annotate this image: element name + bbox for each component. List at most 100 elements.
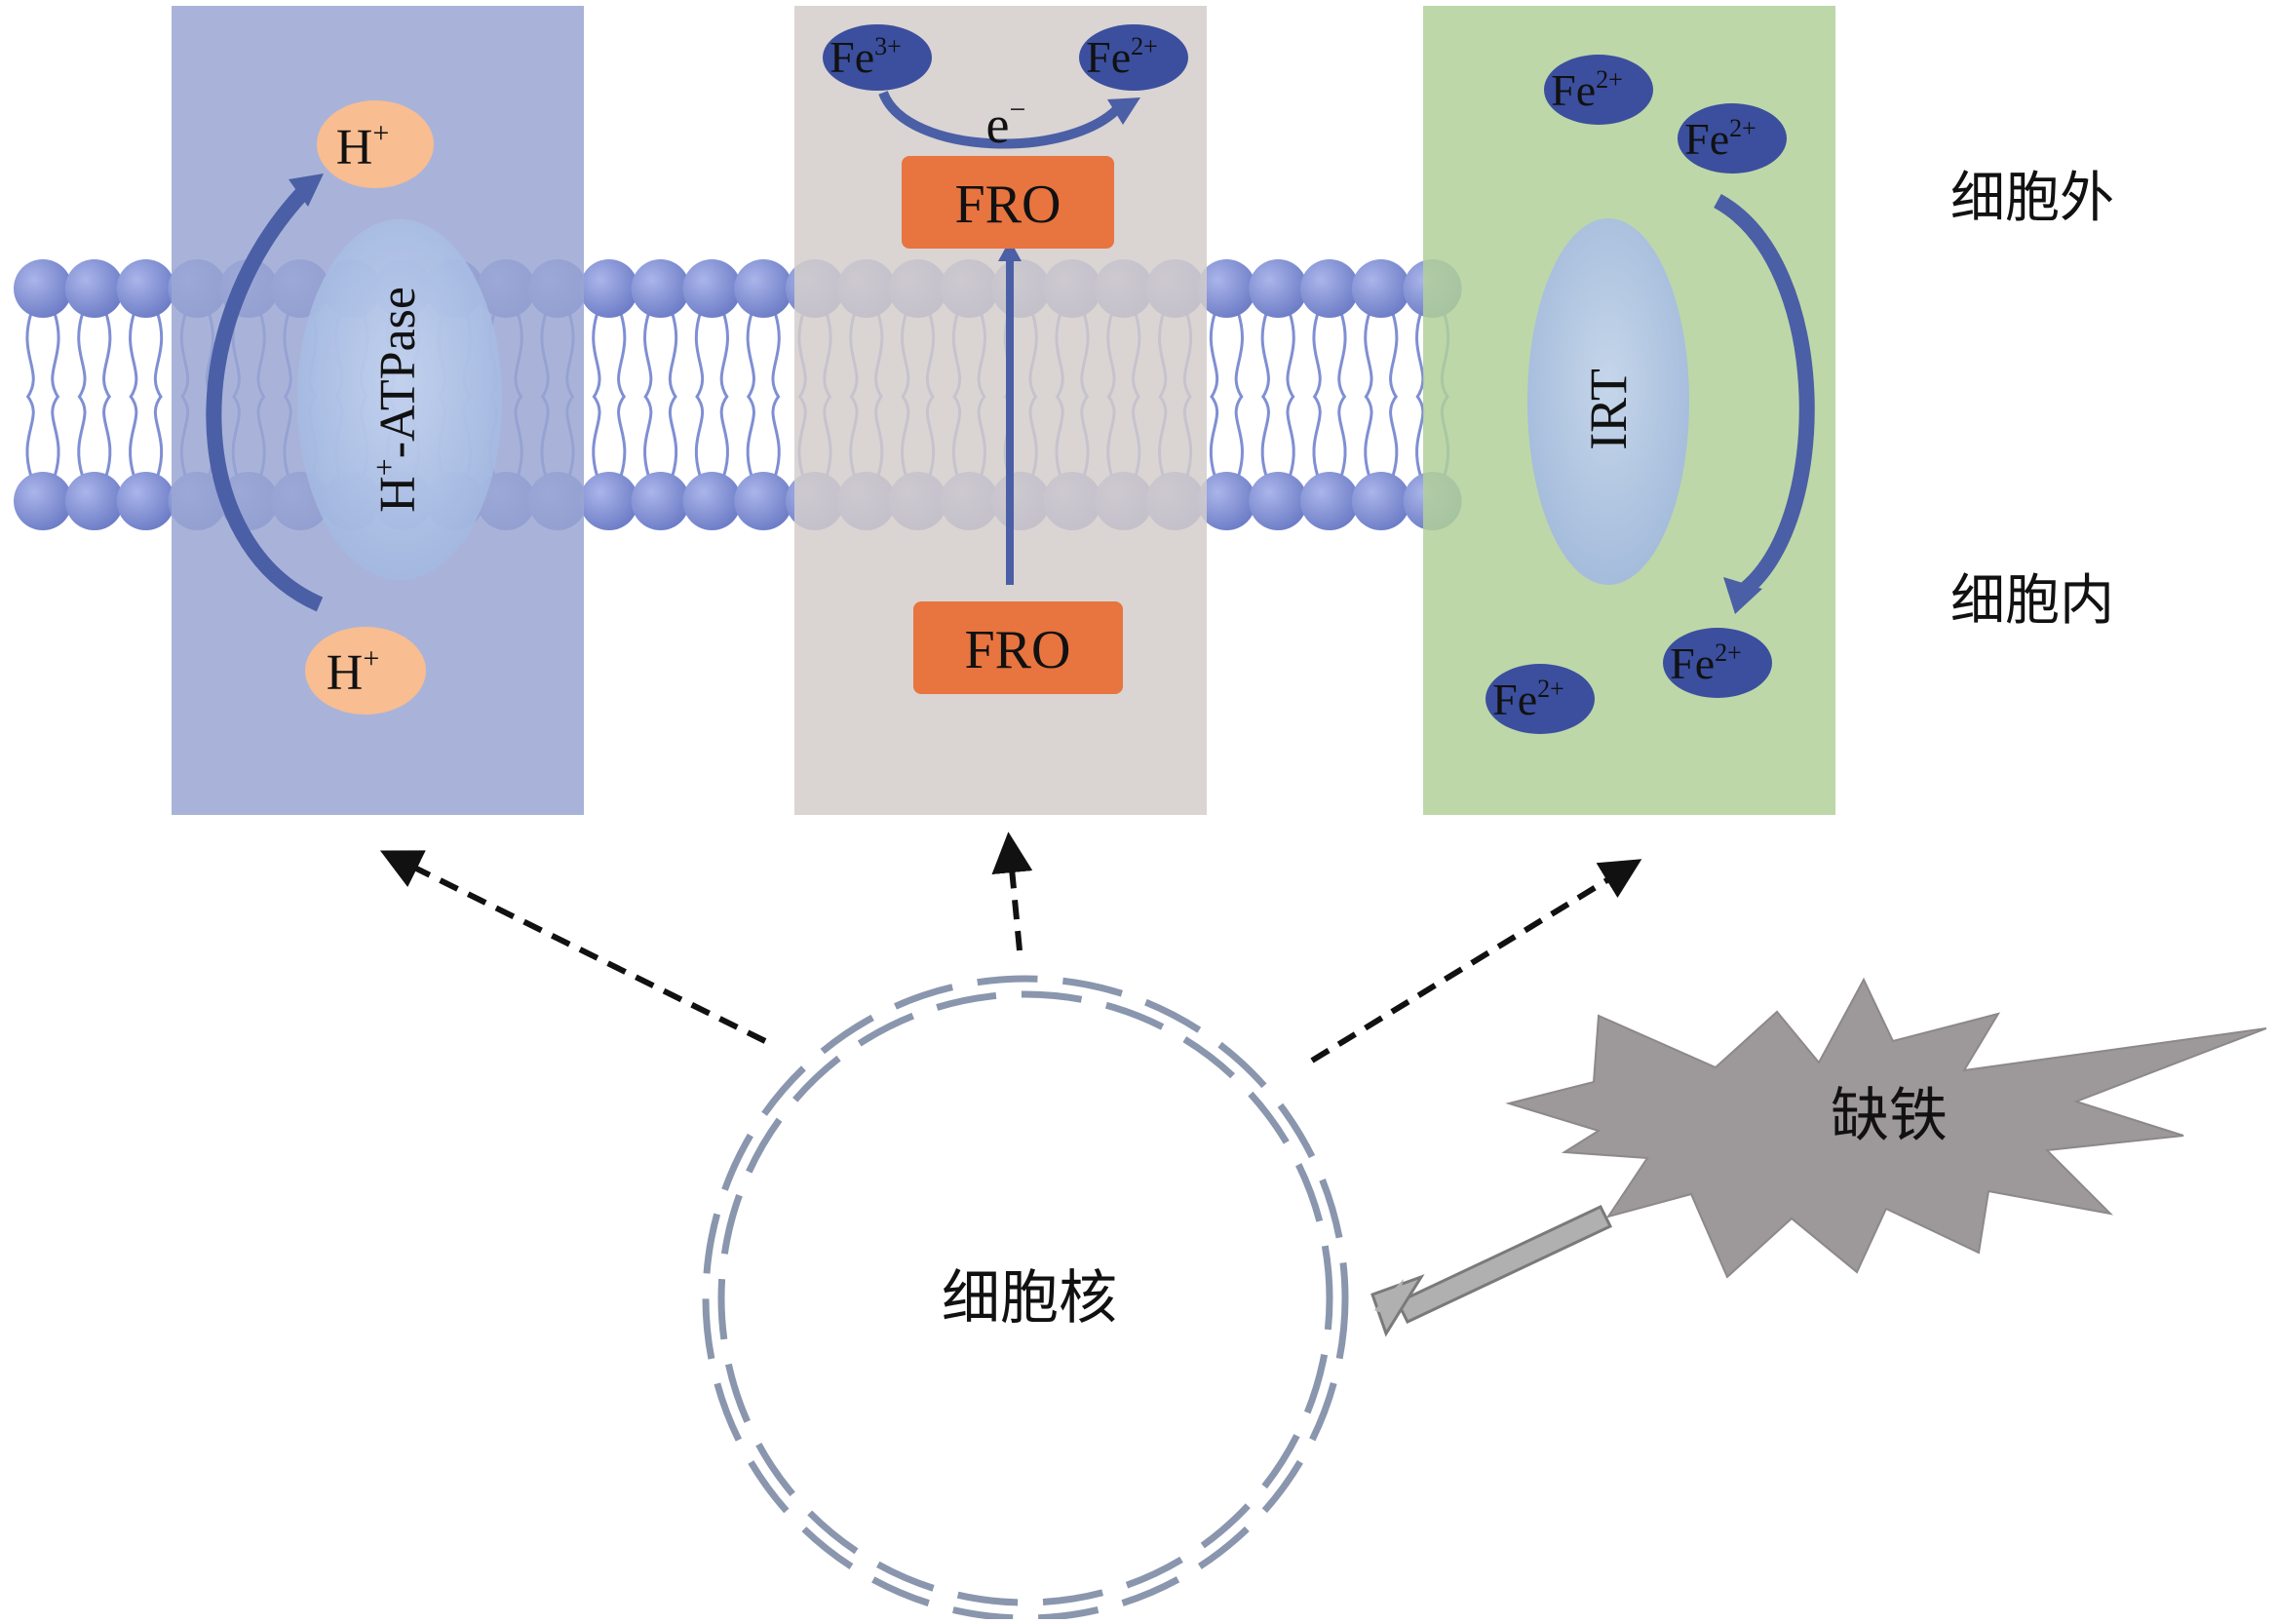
lipid-tail (668, 312, 678, 399)
electron-label: e− (986, 94, 1026, 154)
signal-arrow-irt (1310, 859, 1642, 1063)
proton-intracellular: H+ (305, 627, 426, 715)
lipid-tail (25, 312, 35, 399)
lipid-tail (719, 312, 729, 399)
lipid-tail (746, 395, 755, 478)
fe2-ion-inside-1: Fe2+ (1663, 628, 1772, 698)
lipid-head (579, 259, 638, 318)
lipid-tail (51, 395, 60, 478)
lipid-tail (1260, 312, 1270, 399)
irt-transporter (1527, 218, 1689, 585)
lipid-tail (1364, 312, 1373, 399)
lipid-tail (102, 312, 112, 399)
reduction-arrowhead (1107, 97, 1140, 125)
lipid-tail (1415, 395, 1425, 478)
lipid-tail (746, 312, 755, 399)
lipid-tail (1286, 312, 1295, 399)
lipid-head (1300, 259, 1359, 318)
deficiency-arrow (1370, 1205, 1613, 1337)
lipid-tail (1312, 395, 1322, 478)
fe2-ion-outside-1: Fe2+ (1544, 55, 1653, 125)
lipid-tail (77, 312, 87, 399)
lipid-tail (153, 312, 164, 399)
irt-label: IRT (1579, 368, 1638, 450)
lipid-tail (1312, 312, 1322, 399)
intracellular-label: 细胞内 (1950, 569, 2114, 633)
lipid-tail (1364, 395, 1373, 478)
lipid-head (682, 259, 742, 318)
fe3-ion: Fe3+ (823, 24, 932, 91)
lipid-tail (668, 395, 678, 478)
lipid-tail (719, 395, 729, 478)
lipid-tail (643, 312, 653, 399)
signal-arrow-fro (991, 831, 1033, 951)
signal-arrow-h-atpase (379, 850, 767, 1044)
lipid-tail (592, 312, 601, 399)
svg-text:Fe2+: Fe2+ (1086, 32, 1158, 82)
svg-text:Fe3+: Fe3+ (830, 32, 902, 82)
lipid-head (64, 259, 124, 318)
lipid-tail (129, 395, 138, 478)
lipid-tail (694, 312, 705, 399)
h-atpase-transporter (297, 219, 502, 580)
lipid-head (1197, 472, 1256, 530)
lipid-head (1300, 472, 1359, 530)
iron-uptake-arrow (1714, 193, 1815, 599)
iron-uptake-arrowhead (1723, 577, 1762, 614)
fro-box-cytoplasm: FRO (913, 601, 1123, 694)
lipid-tail (592, 395, 601, 478)
lipid-head (1351, 472, 1410, 530)
lipid-head (631, 472, 690, 530)
lipid-tail (771, 312, 781, 399)
extracellular-label: 细胞外 (1950, 167, 2114, 230)
lipid-head (734, 472, 793, 530)
lipid-tail (25, 395, 35, 478)
lipid-head (734, 259, 793, 318)
svg-text:FRO: FRO (955, 174, 1061, 235)
lipid-tail (1234, 312, 1244, 399)
starburst-icon (1505, 977, 2267, 1279)
proton-pump-arrow (206, 179, 324, 612)
lipid-tail (1415, 312, 1425, 399)
svg-text:Fe2+: Fe2+ (1684, 114, 1756, 164)
svg-text:Fe2+: Fe2+ (1492, 675, 1564, 724)
lipid-head (1249, 472, 1308, 530)
lipid-head (682, 472, 742, 530)
lipid-head (64, 472, 124, 530)
lipid-tail (51, 312, 60, 399)
fro-translocation-arrowhead (998, 240, 1022, 261)
svg-text:Fe2+: Fe2+ (1551, 65, 1623, 115)
fe2-ion-product: Fe2+ (1079, 24, 1188, 91)
lipid-tail (1234, 395, 1244, 478)
lipid-tail (129, 312, 138, 399)
lipid-head (14, 259, 72, 318)
lipid-tail (77, 395, 87, 478)
h-atpase-label: H+-ATPase (367, 287, 426, 513)
svg-text:H+: H+ (327, 642, 379, 701)
lipid-head (14, 472, 72, 530)
lipid-head (1351, 259, 1410, 318)
fe2-ion-inside-2: Fe2+ (1486, 664, 1595, 734)
svg-text:H+: H+ (336, 117, 389, 175)
nucleus-label: 细胞核 (942, 1264, 1117, 1333)
lipid-head (116, 259, 175, 318)
lipid-tail (694, 395, 705, 478)
svg-text:FRO: FRO (965, 620, 1071, 680)
lipid-tail (771, 395, 781, 478)
proton-extracellular: H+ (317, 100, 434, 188)
lipid-tail (643, 395, 653, 478)
lipid-tail (617, 312, 627, 399)
lipid-tail (1389, 312, 1399, 399)
lipid-tail (1260, 395, 1270, 478)
lipid-tail (1209, 312, 1219, 399)
lipid-head (1249, 259, 1308, 318)
lipid-tail (1209, 395, 1219, 478)
svg-text:Fe2+: Fe2+ (1670, 638, 1742, 688)
lipid-tail (102, 395, 112, 478)
fe2-ion-outside-2: Fe2+ (1678, 103, 1787, 174)
lipid-head (1197, 259, 1256, 318)
lipid-tail (1337, 312, 1347, 399)
nucleus (702, 975, 1349, 1622)
